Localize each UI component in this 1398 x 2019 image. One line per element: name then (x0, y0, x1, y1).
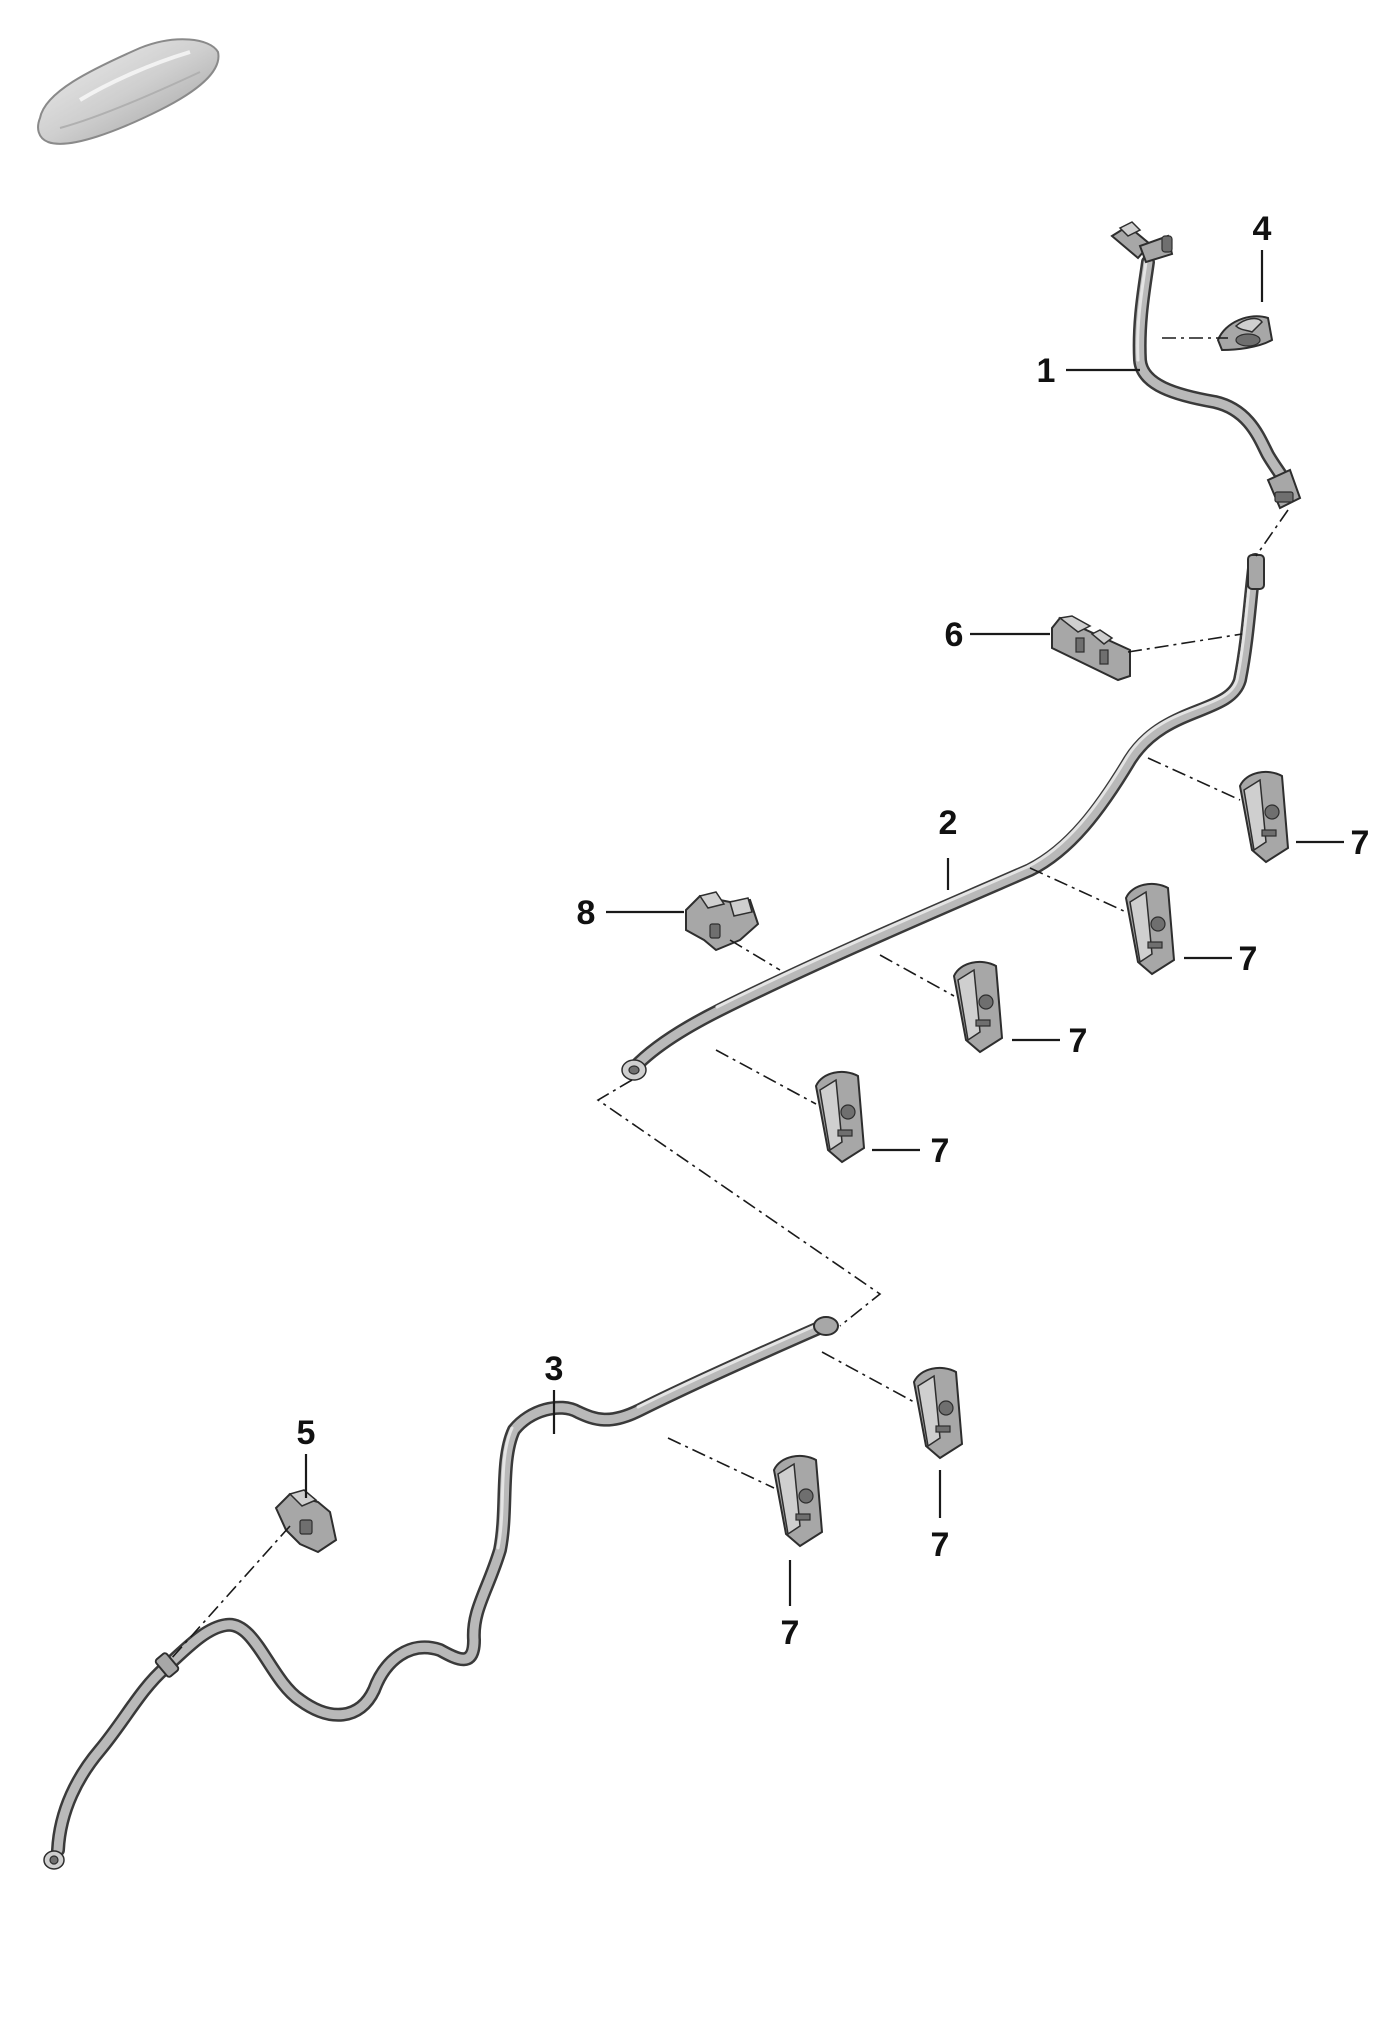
callout-4: 4 (1253, 210, 1272, 248)
clip-part-7-f[interactable] (772, 1454, 824, 1548)
clip-part-7-b[interactable] (1124, 882, 1176, 976)
callout-7: 7 (781, 1614, 800, 1652)
callout-1: 1 (1037, 352, 1056, 390)
pipe-2[interactable] (621, 553, 1265, 1081)
clip-part-5[interactable] (274, 1489, 338, 1554)
clip-part-4[interactable] (1216, 315, 1274, 352)
bracket-part-6[interactable] (1051, 615, 1131, 682)
clip-part-7-d[interactable] (814, 1070, 866, 1164)
callout-7: 7 (1351, 824, 1370, 862)
assembly-lines (169, 337, 1289, 1661)
callout-2: 2 (939, 804, 958, 842)
callout-7: 7 (931, 1526, 950, 1564)
callout-6: 6 (945, 616, 964, 654)
pipe-1[interactable] (1110, 221, 1302, 510)
callout-5: 5 (297, 1414, 316, 1452)
clip-part-7-e[interactable] (912, 1366, 964, 1460)
callout-7: 7 (1069, 1022, 1088, 1060)
clip-part-7-a[interactable] (1238, 770, 1290, 864)
callout-7: 7 (931, 1132, 950, 1170)
clip-part-7-c[interactable] (952, 960, 1004, 1054)
bracket-part-8[interactable] (685, 891, 760, 952)
callout-8: 8 (577, 894, 596, 932)
callout-labels: 1 2 3 4 5 6 7 7 7 7 7 7 8 (297, 210, 1370, 1652)
callout-3: 3 (545, 1350, 564, 1388)
car-thumbnail-icon[interactable] (37, 38, 220, 145)
callout-7: 7 (1239, 940, 1258, 978)
pipe-3[interactable] (43, 1316, 839, 1870)
leader-lines (304, 250, 1344, 1606)
